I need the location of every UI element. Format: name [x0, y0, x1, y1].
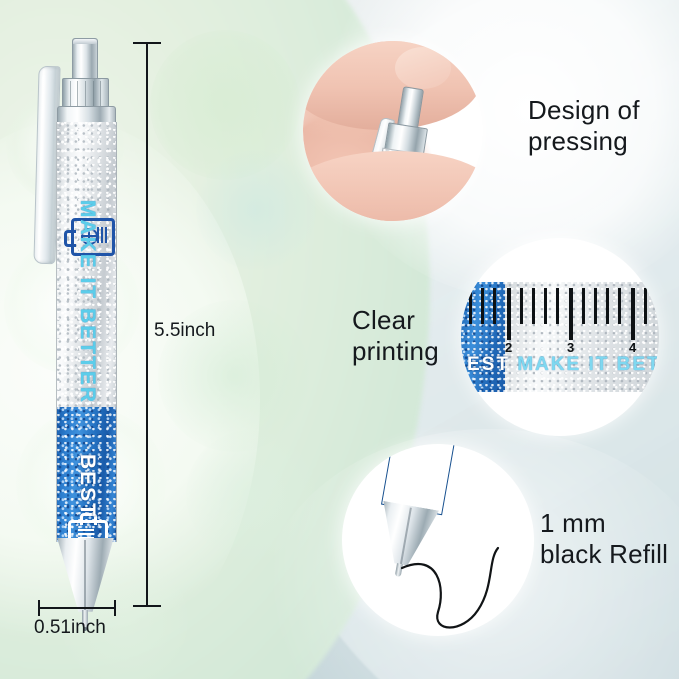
pen-blue-glitter-section — [57, 407, 116, 542]
ruler-number: 3 — [567, 340, 575, 355]
width-dimension-line — [38, 600, 116, 616]
callout-label-printing-line2: printing — [352, 335, 439, 366]
callout-label-refill: 1 mm black Refill — [540, 508, 668, 569]
bokeh-circle — [158, 300, 310, 452]
callout-photo-pressing — [303, 41, 483, 221]
callout-label-refill-line2: black Refill — [540, 538, 669, 569]
bokeh-circle — [196, 150, 316, 270]
pen-tip — [56, 538, 115, 631]
ruler-print-make: MAKE IT BETTER — [517, 354, 659, 375]
ruler-number: 4 — [629, 340, 637, 355]
height-dimension-line — [133, 42, 161, 607]
callout-label-printing: Clear printing — [352, 305, 439, 366]
hand-photo — [303, 41, 483, 221]
ruler-print-est: EST — [467, 354, 510, 375]
callout-label-pressing: Design of pressing — [528, 95, 640, 156]
pen-text-make-it-better: MAKE IT BETTER — [75, 199, 99, 405]
pen-silver-glitter-section — [57, 122, 116, 407]
ruler-closeup: 2 3 4 5 EST MAKE IT BETTER — [461, 282, 659, 392]
callout-label-refill-line1: 1 mm — [540, 508, 606, 538]
callout-label-pressing-line2: pressing — [528, 125, 628, 156]
safe-vault-icon — [64, 218, 115, 256]
callout-label-printing-line1: Clear — [352, 305, 416, 335]
width-dimension-label: 0.51inch — [34, 617, 106, 638]
pen-barrel: MAKE IT BETTER BEST — [56, 122, 117, 542]
ruler-number: 2 — [505, 340, 513, 355]
callout-photo-printing: 2 3 4 5 EST MAKE IT BETTER — [461, 238, 659, 436]
pen-product-image: MAKE IT BETTER BEST — [33, 38, 124, 631]
ink-stroke — [400, 546, 500, 629]
pen-text-best: BEST — [75, 453, 99, 518]
callout-label-pressing-line1: Design of — [528, 95, 640, 125]
callout-photo-refill — [342, 444, 534, 636]
ruler-print-text: EST MAKE IT BETTER — [467, 354, 659, 376]
height-dimension-label: 5.5inch — [154, 320, 216, 341]
